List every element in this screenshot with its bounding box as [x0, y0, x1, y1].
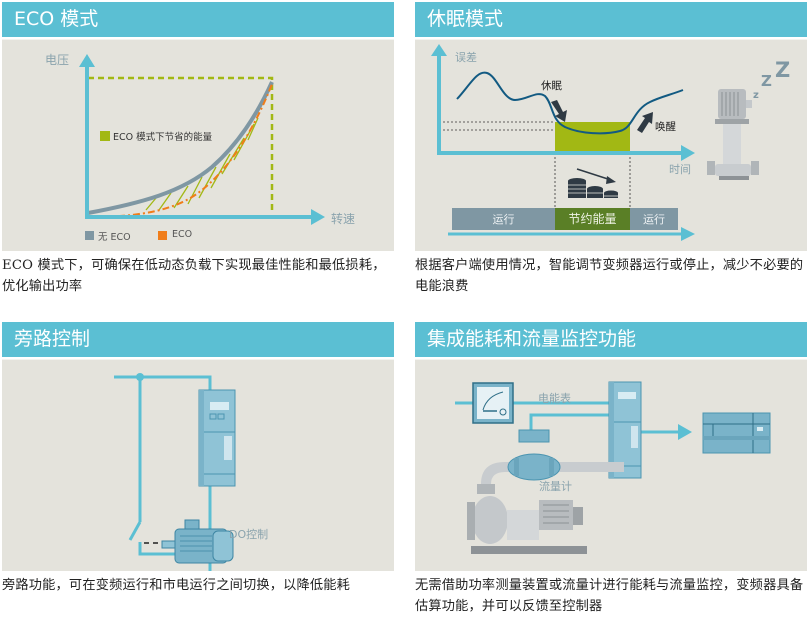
timeline-saving-label: 节约能量 — [568, 212, 617, 226]
timeline-run-2-label: 运行 — [643, 213, 665, 226]
energy-meter-icon — [472, 382, 514, 424]
flow-meter-label: 流量计 — [539, 480, 572, 493]
sleep-z-small: z — [753, 90, 759, 101]
sleep-arrow-icon — [551, 100, 567, 122]
pump-set-icon — [467, 496, 587, 554]
sleep-z-large: Z — [775, 58, 791, 82]
wake-arrow-icon — [637, 112, 653, 133]
timeline-saving — [555, 208, 630, 230]
bypass-switch — [128, 521, 142, 541]
wake-label: 唤醒 — [655, 121, 676, 133]
sleep-mode-title: 休眠模式 — [415, 2, 807, 37]
sleep-label: 休眠 — [541, 80, 562, 92]
bypass-control-title: 旁路控制 — [2, 322, 394, 357]
y-axis-label: 电压 — [45, 53, 70, 67]
pump-icon — [707, 89, 759, 180]
trend-arrow — [576, 168, 612, 181]
y-axis-arrow-icon — [431, 44, 447, 56]
eco-curve — [87, 83, 273, 218]
monitoring-title: 集成能耗和流量监控功能 — [415, 322, 807, 357]
y-axis-label: 误差 — [455, 51, 477, 64]
sleep-mode-panel: 休眠模式 — [415, 2, 807, 297]
error-curve — [456, 71, 684, 135]
sleep-z-medium: Z — [761, 72, 772, 90]
legend-swatch-eco — [158, 231, 167, 240]
trend-arrow-head-icon — [606, 176, 616, 184]
sleep-mode-caption: 根据客户端使用情况，智能调节变频器运行或停止，减少不必要的电能浪费 — [415, 258, 804, 294]
junction-node — [136, 373, 144, 381]
saved-energy-swatch — [100, 131, 110, 141]
x-axis-label: 时间 — [669, 163, 691, 176]
timeline-run-1 — [452, 208, 555, 230]
legend-label-eco: ECO — [172, 229, 193, 240]
drive-icon — [198, 389, 236, 487]
plc-controller-icon — [702, 412, 771, 454]
do-control-label: DO控制 — [229, 528, 269, 541]
monitoring-caption: 无需借助功率测量装置或流量计进行能耗与流量监控，变频器具备估算功能，并可以反馈至… — [415, 578, 804, 614]
monitoring-graphic — [455, 381, 771, 554]
bypass-control-caption: 旁路功能，可在变频运行和市电运行之间切换，以降低能耗 — [2, 578, 351, 593]
timeline-arrow-icon — [681, 227, 695, 241]
eco-curve-chart — [79, 54, 325, 240]
motor-graphic — [161, 519, 234, 564]
timeline-run-1-label: 运行 — [492, 213, 515, 226]
eco-mode-panel: ECO 模式 — [2, 2, 394, 297]
flow-meter-icon — [507, 429, 561, 481]
eco-mode-title: ECO 模式 — [2, 2, 394, 37]
bypass-control-panel: 旁路控制 — [2, 322, 394, 596]
output-arrow-icon — [678, 424, 692, 440]
no-eco-curve — [87, 81, 274, 215]
x-axis-arrow-icon — [681, 145, 695, 161]
motor-icon — [161, 519, 234, 564]
legend-swatch-no-eco — [85, 231, 94, 240]
timeline-run-2 — [630, 208, 678, 230]
eco-mode-diagram: 电压 转速 ECO 模式下节省的能量 无 ECO ECO — [2, 39, 394, 251]
monitoring-panel: 集成能耗和流量监控功能 — [415, 322, 807, 617]
bypass-control-diagram: DO控制 — [2, 359, 394, 571]
legend-label-no-eco: 无 ECO — [98, 232, 131, 243]
energy-meter-label: 电能表 — [538, 392, 571, 405]
max-dashed-guide — [88, 76, 274, 213]
sleep-mode-diagram: 误差 时间 休眠 唤醒 运行 节约能量 运行 z Z Z — [415, 39, 807, 251]
x-axis-label: 转速 — [331, 212, 356, 226]
saved-energy-label: ECO 模式下节省的能量 — [113, 132, 213, 143]
x-axis-arrow-icon — [311, 209, 325, 225]
eco-mode-caption: ECO 模式下，可确保在低动态负载下实现最佳性能和最低损耗，优化输出功率 — [2, 258, 386, 294]
sleep-chart — [431, 44, 759, 241]
monitoring-diagram: 电能表 流量计 — [415, 359, 807, 571]
y-axis-arrow-icon — [79, 54, 95, 67]
pipe-icon — [477, 462, 624, 494]
